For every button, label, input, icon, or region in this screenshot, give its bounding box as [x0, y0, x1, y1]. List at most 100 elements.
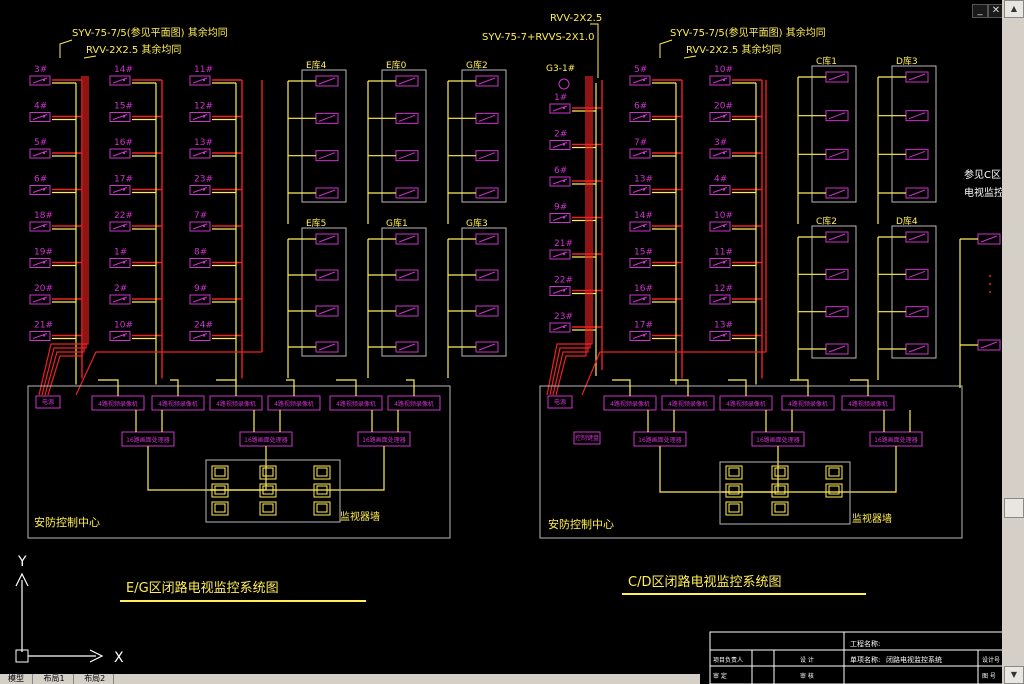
tab-layout2[interactable]: 布局2 — [76, 674, 115, 684]
camera-lens-icon — [122, 334, 126, 337]
camera-icon-stroke — [712, 77, 728, 84]
camera-icon — [629, 112, 651, 122]
camera-icon-stroke — [192, 223, 208, 230]
camera-lens-icon — [642, 115, 646, 118]
monitor-screen-icon — [774, 503, 786, 513]
video-recorder-box-label: 4路视频录像机 — [788, 400, 828, 408]
tab-model[interactable]: 模型 — [0, 674, 33, 684]
camera-number: 15# — [634, 248, 653, 258]
camera-group-label: D库4 — [896, 215, 918, 227]
camera-group-frame — [811, 65, 857, 203]
video-feed-wire — [336, 379, 357, 396]
power-bundle-wire — [549, 76, 591, 396]
title-block-cell: 设计号 — [982, 656, 1000, 664]
camera-number: 10# — [114, 321, 133, 331]
camera-icon-stroke — [32, 77, 48, 84]
library-camera-stroke — [908, 112, 926, 120]
camera-icon-stroke — [112, 114, 128, 120]
camera-lens-icon — [42, 151, 46, 155]
minimize-button[interactable]: _ — [972, 4, 988, 18]
camera-icon — [709, 258, 731, 268]
camera-group-label: G库2 — [466, 59, 488, 71]
camera-group-frame — [381, 227, 427, 357]
camera-lens-icon — [722, 188, 726, 191]
camera-number: 22# — [554, 276, 573, 286]
camera-group-frame — [461, 69, 507, 203]
camera-icon-stroke — [32, 296, 48, 303]
camera-lens-icon — [642, 334, 646, 337]
camera-icon — [709, 294, 731, 305]
camera-icon — [629, 221, 651, 232]
camera-icon — [109, 221, 131, 232]
camera-lens-icon — [122, 261, 126, 264]
side-note-label: 参见C区 — [964, 168, 1001, 181]
camera-icon-stroke — [112, 223, 128, 230]
camera-number: 2# — [114, 284, 127, 294]
camera-number: 8# — [194, 248, 207, 258]
scroll-up-icon[interactable]: ▲ — [1004, 0, 1024, 18]
library-camera-stroke — [908, 308, 926, 316]
camera-group-label: D库3 — [896, 55, 918, 67]
camera-icon — [549, 213, 571, 223]
camera-icon-stroke — [712, 333, 728, 339]
scroll-down-icon[interactable]: ▼ — [1004, 666, 1024, 684]
camera-icon-stroke — [192, 333, 208, 339]
camera-number: 13# — [194, 138, 213, 148]
library-camera-stroke — [398, 152, 416, 160]
library-camera-stroke — [478, 271, 496, 279]
monitor-wall-frame — [205, 459, 341, 523]
camera-icon-stroke — [632, 77, 648, 84]
library-camera-stroke — [908, 233, 926, 241]
monitor-icon — [259, 465, 277, 480]
camera-icon-stroke — [192, 77, 208, 84]
vertical-scrollbar[interactable]: ▲ ▼ — [1002, 0, 1024, 684]
camera-number: 20# — [714, 102, 733, 112]
camera-icon-stroke — [552, 288, 568, 294]
camera-icon — [549, 103, 571, 114]
camera-icon-stroke — [32, 260, 48, 266]
video-recorder-box-label: 4路视频录像机 — [216, 400, 256, 408]
camera-lens-icon — [42, 115, 46, 118]
power-supply-box-label: 电源 — [554, 398, 566, 406]
monitor-icon — [771, 465, 789, 480]
library-camera-stroke — [828, 270, 846, 278]
ellipsis-dot — [989, 275, 991, 277]
library-camera-stroke — [908, 189, 926, 197]
library-camera-stroke — [478, 307, 496, 315]
camera-icon — [709, 185, 731, 195]
ellipsis-dot — [989, 291, 991, 293]
camera-icon — [29, 221, 51, 232]
camera-icon — [189, 294, 211, 305]
camera-icon-stroke — [712, 114, 728, 120]
video-feed-wire — [216, 379, 237, 396]
camera-lens-icon — [642, 224, 646, 228]
camera-lens-icon — [722, 297, 726, 301]
camera-icon-stroke — [632, 150, 648, 157]
camera-icon-stroke — [712, 260, 728, 266]
camera-icon — [29, 258, 51, 268]
monitor-screen-icon — [262, 485, 274, 495]
camera-number: 13# — [634, 175, 653, 185]
monitor-icon — [771, 501, 789, 516]
video-feed-wire — [406, 379, 415, 396]
power-bundle-wire — [555, 76, 587, 396]
library-camera-stroke — [478, 114, 496, 122]
camera-icon — [629, 75, 651, 86]
camera-icon-stroke — [112, 187, 128, 193]
scroll-thumb[interactable] — [1004, 498, 1024, 518]
camera-number: 7# — [194, 211, 207, 221]
leader-line — [83, 55, 97, 59]
sheet-name-value: 闭路电视监控系统 — [886, 655, 942, 664]
cable-spec-composite: SYV-75-7+RVVS-2X1.0 — [482, 32, 595, 43]
video-feed-wire — [790, 379, 809, 396]
monitor-wall-frame — [719, 461, 851, 525]
camera-lens-icon — [722, 334, 726, 337]
camera-number: 10# — [714, 65, 733, 75]
camera-lens-icon — [122, 115, 126, 118]
camera-icon-stroke — [32, 223, 48, 230]
tab-layout1[interactable]: 布局1 — [36, 674, 74, 684]
video-recorder-box-label: 4路视频录像机 — [98, 400, 138, 408]
sheet-name-label: 单项名称: — [850, 655, 880, 664]
